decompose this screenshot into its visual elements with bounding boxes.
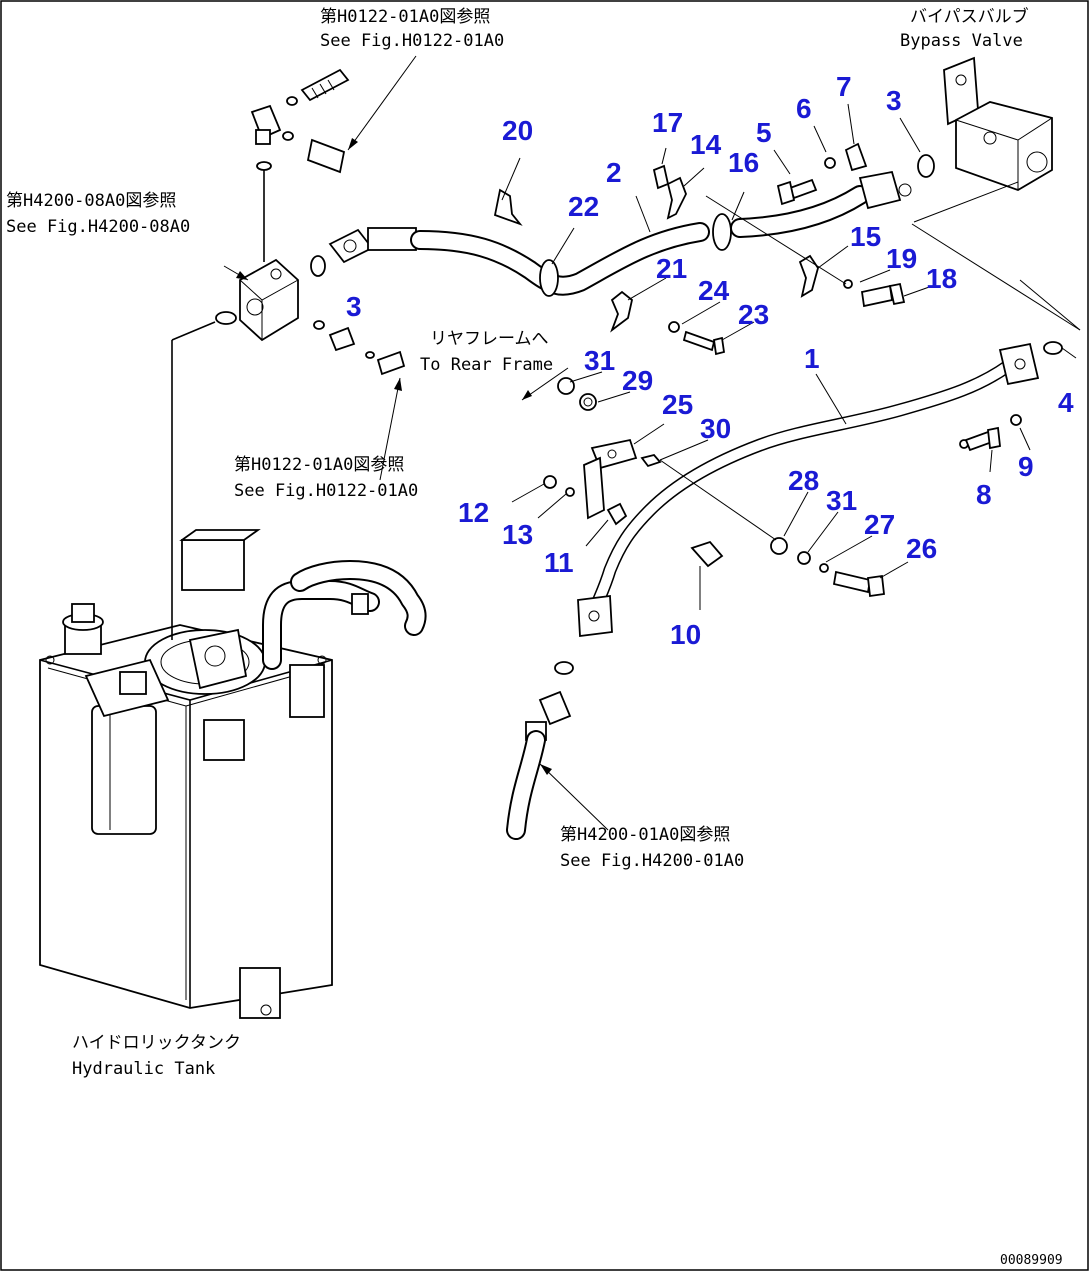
callout-21: 21 [656, 253, 687, 284]
callout-27: 27 [864, 509, 895, 540]
hose-2 [328, 170, 912, 297]
leader-lines [223, 55, 1081, 831]
callout-26: 26 [906, 533, 937, 564]
callout-22: 22 [568, 191, 599, 222]
tank-label-en: Hydraulic Tank [72, 1059, 215, 1079]
left-ref-ja: 第H4200-08A0図参照 [6, 191, 176, 211]
callout-17: 17 [652, 107, 683, 138]
callout-11: 11 [544, 547, 574, 578]
callout-numbers: 20 17 14 5 6 7 3 2 16 22 15 19 18 21 24 … [346, 71, 1074, 650]
callout-4: 4 [1058, 387, 1074, 418]
bottom-ref-ja: 第H4200-01A0図参照 [560, 825, 730, 845]
callout-16: 16 [728, 147, 759, 178]
callout-2: 2 [606, 157, 622, 188]
bypass-valve [943, 56, 1053, 191]
bypass-valve-en: Bypass Valve [900, 31, 1023, 51]
callout-20: 20 [502, 115, 533, 146]
left-ref-en: See Fig.H4200-08A0 [6, 217, 190, 237]
callout-6: 6 [796, 93, 812, 124]
hose-clamps [493, 142, 935, 356]
top-ref-en: See Fig.H0122-01A0 [320, 31, 504, 51]
bypass-valve-ja: バイパスバルブ [910, 6, 1029, 27]
hydraulic-tank [39, 529, 427, 1019]
pipe-1-hardware [543, 377, 1022, 598]
callout-18: 18 [926, 263, 957, 294]
callout-12: 12 [458, 497, 489, 528]
callout-25: 25 [662, 389, 693, 420]
valve-block [171, 255, 406, 640]
tank-label-ja: ハイドロリックタンク [72, 1033, 241, 1053]
rear-frame-en: To Rear Frame [420, 355, 553, 375]
callout-7: 7 [836, 71, 852, 102]
bottom-hose [506, 690, 572, 840]
callout-14: 14 [690, 129, 722, 160]
callout-3-top: 3 [886, 85, 902, 116]
text-annotations: 第H0122-01A0図参照 See Fig.H0122-01A0 バイパスバル… [6, 6, 1063, 1268]
callout-24: 24 [698, 275, 730, 306]
callout-15: 15 [850, 221, 881, 252]
bottom-ref-en: See Fig.H4200-01A0 [560, 851, 744, 871]
callout-1: 1 [804, 343, 820, 374]
top-ref-ja: 第H0122-01A0図参照 [320, 7, 490, 27]
callout-28: 28 [788, 465, 819, 496]
callout-30: 30 [700, 413, 731, 444]
mid-ref-ja: 第H0122-01A0図参照 [234, 455, 404, 475]
callout-13: 13 [502, 519, 533, 550]
callout-9: 9 [1018, 451, 1034, 482]
callout-19: 19 [886, 243, 917, 274]
callout-23: 23 [738, 299, 769, 330]
callout-10: 10 [670, 619, 701, 650]
callout-31-bottom: 31 [826, 485, 857, 516]
callout-8: 8 [976, 479, 992, 510]
callout-31-top: 31 [584, 345, 615, 376]
drawing-number: 00089909 [1000, 1253, 1063, 1268]
callout-29: 29 [622, 365, 653, 396]
pipe-1 [554, 341, 1063, 675]
rear-frame-ja: リヤフレームへ [430, 329, 549, 349]
callout-5: 5 [756, 117, 772, 148]
top-fittings [250, 68, 350, 262]
callout-3-left: 3 [346, 291, 362, 322]
mid-ref-en: See Fig.H0122-01A0 [234, 481, 418, 501]
